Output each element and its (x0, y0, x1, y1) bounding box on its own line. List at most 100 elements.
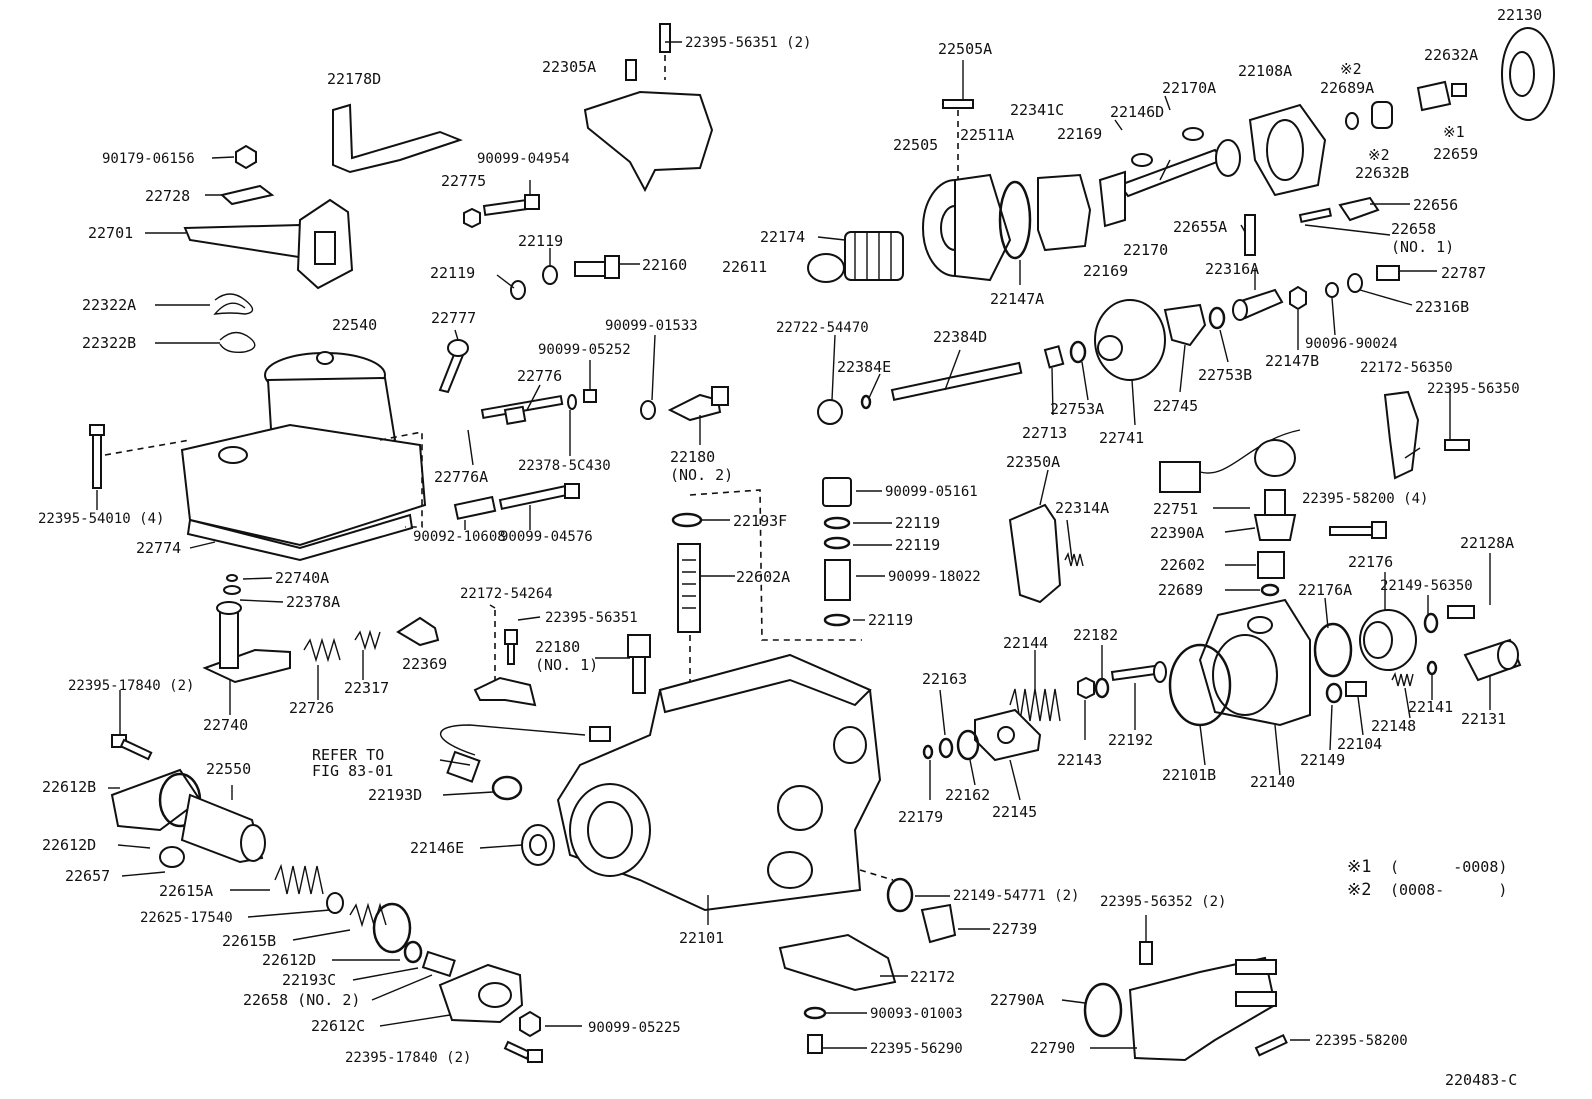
label-no2: (NO. 2) (670, 466, 733, 484)
label-22384D: 22384D (933, 328, 987, 346)
label-90093-01003: 90093-01003 (870, 1006, 963, 1022)
label-90099-05161: 90099-05161 (885, 484, 978, 500)
label-22119-b: 22119 (518, 232, 563, 250)
legend-mark-2: ※2 (1347, 880, 1371, 900)
label-22119-a: 22119 (430, 264, 475, 282)
label-22395-17840-upper: 22395-17840 (2) (68, 678, 194, 694)
label-22751: 22751 (1153, 500, 1198, 518)
legend-mark-1: ※1 (1347, 857, 1371, 877)
label-22657: 22657 (65, 867, 110, 885)
label-22378-5C430: 22378-5C430 (518, 458, 611, 474)
label-22776: 22776 (517, 367, 562, 385)
label-90099-05225: 90099-05225 (588, 1020, 681, 1036)
leader-lines (96, 41, 1491, 1049)
label-22612B: 22612B (42, 778, 96, 796)
label-22740A: 22740A (275, 569, 329, 587)
label-22656: 22656 (1413, 196, 1458, 214)
label-22659: 22659 (1433, 145, 1478, 163)
label-22149-56350: 22149-56350 (1380, 578, 1473, 594)
label-22790: 22790 (1030, 1039, 1075, 1057)
label-22176A: 22176A (1298, 581, 1352, 599)
label-22741: 22741 (1099, 429, 1144, 447)
label-22790A: 22790A (990, 991, 1044, 1009)
label-22550: 22550 (206, 760, 251, 778)
label-22615A: 22615A (159, 882, 213, 900)
label-22350A: 22350A (1006, 453, 1060, 471)
label-22658-no1: 22658 (1391, 220, 1436, 238)
label-22612C: 22612C (311, 1017, 365, 1035)
label-22689: 22689 (1158, 581, 1203, 599)
label-22625-17540: 22625-17540 (140, 910, 233, 926)
label-22104: 22104 (1337, 735, 1382, 753)
label-22316B: 22316B (1415, 298, 1469, 316)
label-22148: 22148 (1371, 717, 1416, 735)
label-22655A: 22655A (1173, 218, 1227, 236)
label-90099-04954: 90099-04954 (477, 151, 570, 167)
label-22726: 22726 (289, 699, 334, 717)
label-mark2-a: ※2 (1340, 60, 1362, 78)
label-22740: 22740 (203, 716, 248, 734)
diagram-id: 220483-C (1445, 1071, 1517, 1089)
label-22149-54771: 22149-54771 (2) (953, 888, 1079, 904)
label-90099-18022: 90099-18022 (888, 569, 981, 585)
label-22787: 22787 (1441, 264, 1486, 282)
label-22144: 22144 (1003, 634, 1048, 652)
label-mark2-b: ※2 (1368, 146, 1390, 164)
label-22511A: 22511A (960, 126, 1014, 144)
label-22145: 22145 (992, 803, 1037, 821)
label-22395-58200-4: 22395-58200 (4) (1302, 491, 1428, 507)
label-22160: 22160 (642, 256, 687, 274)
label-22146E: 22146E (410, 839, 464, 857)
label-22316A: 22316A (1205, 260, 1259, 278)
label-22169-b: 22169 (1083, 262, 1128, 280)
label-22632A: 22632A (1424, 46, 1478, 64)
label-mark1: ※1 (1443, 123, 1465, 141)
label-22395-58200: 22395-58200 (1315, 1033, 1408, 1049)
label-90099-04576: 90099-04576 (500, 529, 593, 545)
label-22101: 22101 (679, 929, 724, 947)
label-22305A: 22305A (542, 58, 596, 76)
label-22172-56350: 22172-56350 (1360, 360, 1453, 376)
label-22776A: 22776A (434, 468, 488, 486)
label-22341C: 22341C (1010, 101, 1064, 119)
label-22149: 22149 (1300, 751, 1345, 769)
label-22602A: 22602A (736, 568, 790, 586)
label-no1-b: (NO. 1) (1391, 238, 1454, 256)
label-22163: 22163 (922, 670, 967, 688)
label-22395-56351: 22395-56351 (545, 610, 638, 626)
label-22777: 22777 (431, 309, 476, 327)
refer-note-line2: FIG 83-01 (312, 762, 393, 780)
label-22170: 22170 (1123, 241, 1168, 259)
legend-text-1: ( -0008) (1390, 858, 1507, 876)
label-22147B: 22147B (1265, 352, 1319, 370)
label-22753B: 22753B (1198, 366, 1252, 384)
label-22753A: 22753A (1050, 400, 1104, 418)
label-22172-54264: 22172-54264 (460, 586, 553, 602)
label-90099-05252: 90099-05252 (538, 342, 631, 358)
parts-illustration (89, 23, 1555, 1063)
label-90092-10608: 90092-10608 (413, 529, 506, 545)
label-22119-e: 22119 (868, 611, 913, 629)
label-22192: 22192 (1108, 731, 1153, 749)
label-22317: 22317 (344, 679, 389, 697)
label-22701: 22701 (88, 224, 133, 242)
label-22193F: 22193F (733, 512, 787, 530)
label-22602: 22602 (1160, 556, 1205, 574)
label-22612D-a: 22612D (42, 836, 96, 854)
label-no1: (NO. 1) (535, 656, 598, 674)
label-22395-17840-lower: 22395-17840 (2) (345, 1050, 471, 1066)
label-22384E: 22384E (837, 358, 891, 376)
label-22395-56351-2: 22395-56351 (2) (685, 35, 811, 51)
label-22378A: 22378A (286, 593, 340, 611)
label-22146D: 22146D (1110, 103, 1164, 121)
label-22180-no1: 22180 (535, 638, 580, 656)
label-22179: 22179 (898, 808, 943, 826)
label-22162: 22162 (945, 786, 990, 804)
legend-text-2: (0008- ) (1390, 881, 1507, 899)
label-22170A: 22170A (1162, 79, 1216, 97)
label-22172: 22172 (910, 968, 955, 986)
label-22193C: 22193C (282, 971, 336, 989)
label-22612D-b: 22612D (262, 951, 316, 969)
label-22722-54470: 22722-54470 (776, 320, 869, 336)
label-22611: 22611 (722, 258, 767, 276)
